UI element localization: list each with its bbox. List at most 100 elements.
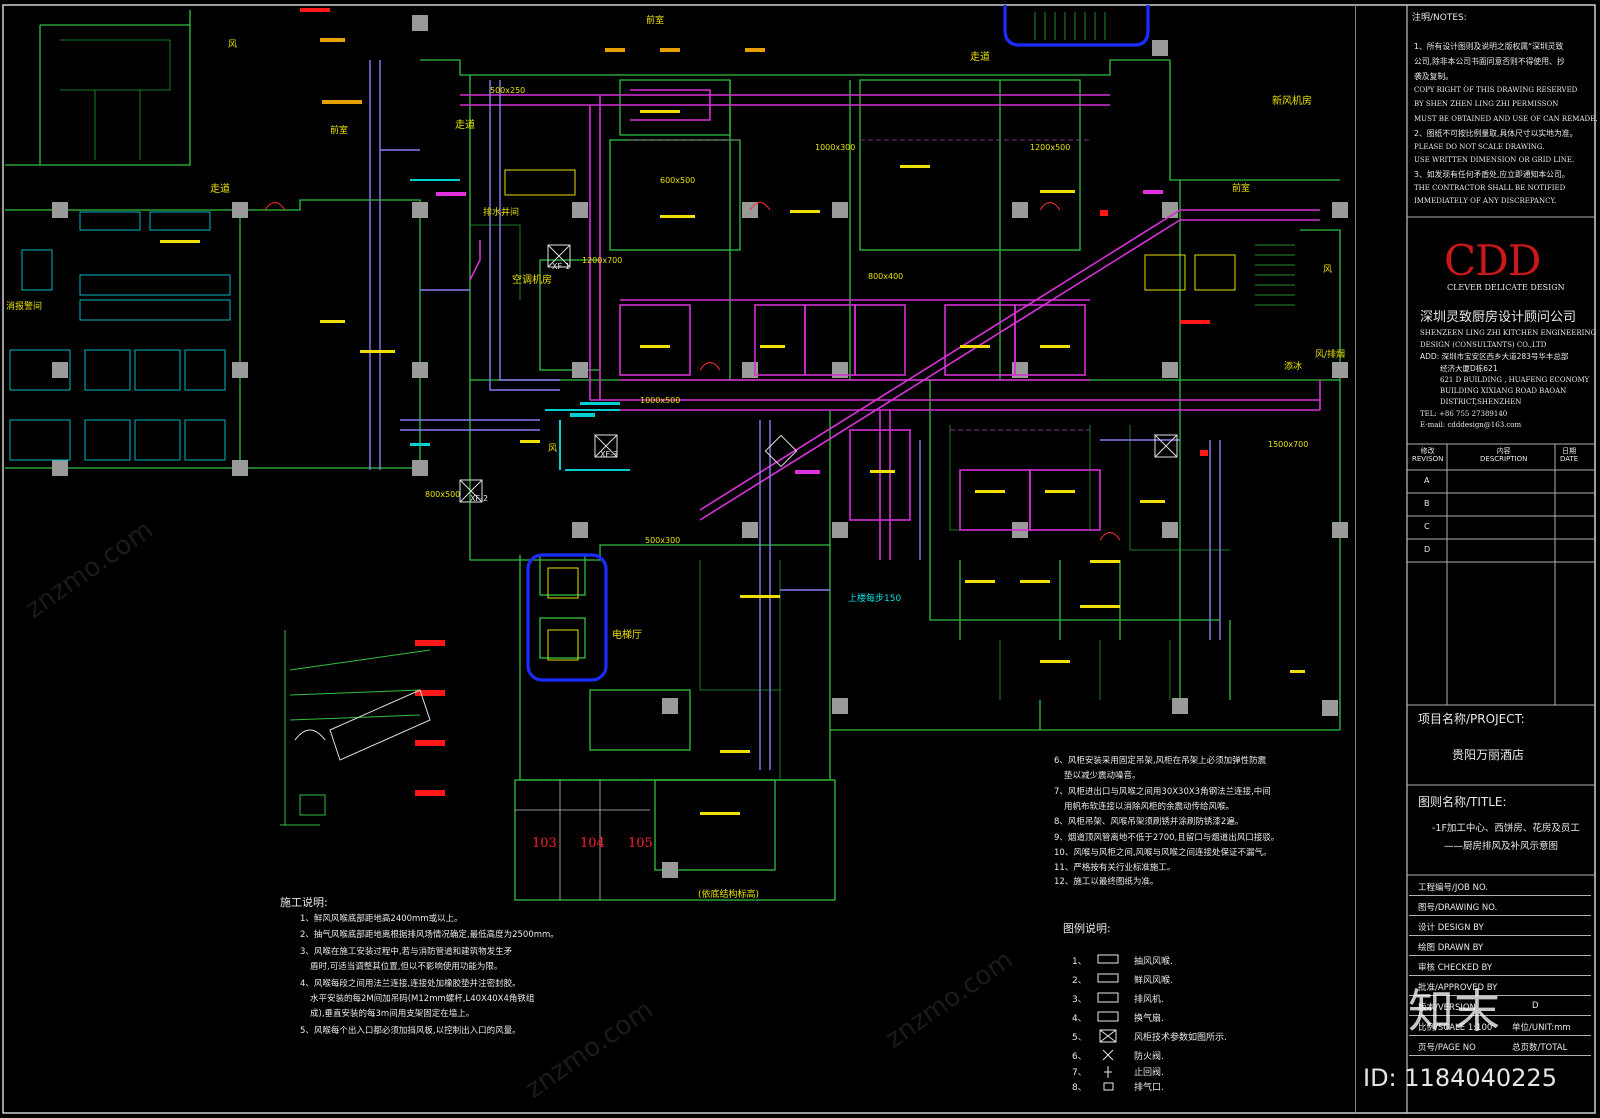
legend-text: 风柜技术参数如图所示. [1134,1033,1227,1043]
equipment-tag [640,110,680,113]
dim-label: 1200x700 [582,256,623,265]
label-wind-3: 风 [1323,265,1333,275]
equipment-tag [1040,190,1075,193]
tb-field-design-by: 设计 DESIGN BY [1418,923,1484,933]
construction-notes-header: 施工说明: [280,896,328,909]
watermark-id: ID: 1184040225 [1363,1064,1557,1092]
revision-row: B [1424,499,1430,508]
tb-field-drawn-by: 绘图 DRAWN BY [1418,943,1484,953]
construction-note: 成),垂直安装的每3m间用支架固定在墙上。 [310,1009,475,1019]
dim-label: 1000x300 [815,143,856,152]
company-tel: TEL: +86 755 27389140 [1420,410,1508,418]
legend-no: 3、 [1072,995,1087,1005]
tb-field-version: 版本/VERSION [1418,1003,1476,1013]
legend-no: 6、 [1072,1052,1087,1062]
equipment-tag [1080,605,1120,608]
equipment-tag [870,470,895,473]
company-tagline: CLEVER DELICATE DESIGN [1447,283,1565,292]
note-line: COPY RIGHT OF THIS DRAWING RESERVED [1414,86,1578,94]
project-name: 贵阳万丽酒店 [1452,748,1525,762]
note-line: 3、如发现有任何矛盾处,应立即通知本公司。 [1414,170,1570,179]
equipment-tag [605,48,625,52]
dim-label: 1500x700 [1268,440,1309,449]
equipment-tag [660,48,680,52]
legend-text: 排气口. [1134,1083,1164,1093]
legend-no: 2、 [1072,976,1087,986]
legend-text: 鲜风风喉. [1134,976,1173,986]
tb-unit: 单位/UNIT:mm [1512,1023,1571,1033]
exhaust-grille [436,192,466,196]
construction-note: 垫以减少震动噪音。 [1064,771,1141,781]
company-address: BUILDING XIXIANG ROAD BAOAN [1440,387,1567,395]
tb-field-job-no: 工程编号/JOB NO. [1418,883,1489,893]
legend-header: 图例说明: [1063,922,1111,935]
equipment-tag [160,240,200,243]
equipment-tag [1045,490,1075,493]
equipment-tag [790,210,820,213]
company-name-cn: 深圳灵致厨房设计顾问公司 [1420,310,1577,325]
tb-total-pages: 总页数/TOTAL [1512,1043,1568,1053]
equipment-tag [700,812,740,815]
equipment-tag [1290,670,1305,673]
note-line: MUST BE OBTAINED AND USE OF CAN REMADE. [1414,115,1598,123]
company-address: 621 D BUILDING , HUAFENG ECONOMY [1440,376,1590,384]
construction-note: 7、风柜进出口与风喉之间用30X30X3角钢法兰连接,中间 [1054,787,1271,797]
room-103: 103 [532,836,557,851]
dim-label: 500x300 [645,536,681,545]
fan-xf1: XF-1 [552,262,571,271]
construction-note: 1、鲜风风喉底部距地高2400mm或以上。 [300,914,463,924]
construction-note: 10、风喉与风柜之间,风喉与风喉之间连接处保证不漏气。 [1054,848,1272,858]
fan-xf2: XF-2 [470,494,489,503]
exhaust-grille [795,470,820,474]
equipment-tag [740,595,780,598]
company-address: ADD: 深圳市宝安区西乡大道283号华丰总部 [1420,352,1569,361]
tb-field-approved-by: 批准/APPROVED BY [1418,983,1498,993]
supply-grille [580,402,620,405]
label-anteroom-left: 前室 [330,126,349,136]
note-line: PLEASE DO NOT SCALE DRAWING. [1414,143,1545,151]
tb-field-scale: 比例/SCALE 1:100 [1418,1023,1493,1033]
label-drain-well: 排水井间 [483,208,520,218]
equipment-tag [360,350,395,353]
construction-note: 用帆布软连接以消除风柜的余震动传给风喉。 [1064,802,1235,812]
revision-row: C [1424,522,1430,531]
legend-no: 4、 [1072,1014,1087,1024]
label-wind-1: 风 [228,40,238,50]
legend-no: 1、 [1072,957,1087,967]
notes-header: 注明/NOTES: [1412,13,1467,23]
tb-version-value: D [1532,1001,1539,1011]
legend-no: 8、 [1072,1083,1087,1093]
label-anteroom-right: 前室 [1232,184,1251,194]
fan-xf3: XF-3 [600,450,619,459]
dim-label: 1000x500 [640,396,681,405]
construction-note: 2、抽气风喉底部距地离根据排风场情况确定,最低高度为2500mm。 [300,930,559,940]
legend-no: 7、 [1072,1068,1087,1078]
construction-note: 3、风喉在施工安装过程中,若与消防管道和建筑物发生矛 [300,947,513,957]
label-corridor-left: 走道 [210,184,230,195]
company-address: 经济大厦D栋621 [1440,364,1498,373]
label-anteroom-top: 前室 [646,16,665,26]
equipment-tag [965,580,995,583]
label-ac-room: 空调机房 [512,275,552,286]
revision-row: A [1424,476,1430,485]
note-line: USE WRITTEN DIMENSION OR GRID LINE. [1414,156,1575,164]
construction-note: 盾时,可适当调整其位置,但以不影响使用功能为限。 [310,962,503,972]
label-corridor-top: 走道 [970,52,990,63]
note-line: 1、所有设计图则及说明之版权属“深圳灵致 [1414,42,1564,51]
equipment-tag [975,490,1005,493]
equipment-tag [520,440,540,443]
revision-header: 内容 DESCRIPTION [1480,447,1528,464]
legend-text: 止回阀. [1134,1068,1164,1078]
construction-note: 4、风喉每段之间用法兰连接,连接处加橡胶垫并注密封胶。 [300,979,521,989]
equipment-tag [1020,580,1050,583]
revision-header: 日期 DATE [1560,447,1579,464]
watermark-logo: 知末 [1408,984,1500,1038]
note-line: 公司,除非本公司书面同意否则不得使用、抄 [1414,57,1565,66]
construction-note: 11、严格按有关行业标准施工。 [1054,863,1176,873]
construction-note: 5、风喉每个出入口都必须加挡风板,以控制出入口的风量。 [300,1026,521,1036]
dim-label: 500x250 [490,86,526,95]
tb-field-page-no: 页号/PAGE NO [1418,1043,1476,1053]
project-label: 项目名称/PROJECT: [1418,712,1525,726]
construction-note: 水平安装的每2M间加吊码(M12mm螺杆,L40X40X4角铁组 [310,994,535,1004]
